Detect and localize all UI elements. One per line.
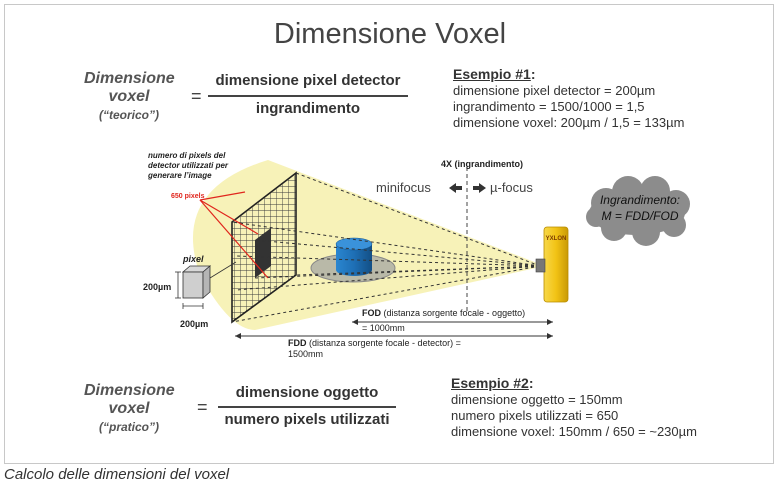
mufocus-label: µ-focus	[490, 180, 533, 195]
top-label-line3: (“teorico”)	[99, 108, 159, 122]
top-label-line2: voxel	[108, 88, 150, 105]
slide-title: Dimensione Voxel	[273, 18, 507, 50]
example2-line: numero pixels utilizzati = 650	[451, 408, 619, 423]
cloud-line2: M = FDD/FOD	[602, 209, 679, 223]
example2-heading: Esempio #2	[451, 375, 529, 391]
example2-line: dimensione voxel: 150mm / 650 = ~230µm	[451, 424, 697, 439]
example1-line: dimensione voxel: 200µm / 1,5 = 133µm	[453, 115, 685, 130]
fod-value: = 1000mm	[362, 323, 405, 333]
pixel-box-side	[202, 265, 211, 299]
top-label-line1: Dimensione	[84, 70, 175, 87]
red-markers	[199, 191, 269, 279]
example2: Esempio #2: dimensione oggetto = 150mm n…	[451, 375, 751, 440]
fdd-bold: FDD	[288, 338, 307, 348]
bottom-label-line1: Dimensione	[84, 382, 175, 399]
minifocus-label: minifocus	[376, 180, 431, 195]
fod-bold: FOD	[362, 308, 381, 318]
example1-line: ingrandimento = 1500/1000 = 1,5	[453, 99, 645, 114]
rays	[231, 172, 541, 323]
bottom-label-line2: voxel	[108, 400, 150, 417]
detector-note-line1: numero di pixels del	[148, 151, 226, 160]
pixel-label: pixel	[182, 254, 204, 264]
fod-text: (distanza sorgente focale - oggetto)	[381, 308, 525, 318]
bottom-numerator: dimensione oggetto	[235, 384, 379, 401]
fdd-value: 1500mm	[288, 349, 323, 359]
source-brand: YXLON	[546, 236, 567, 242]
top-numerator: dimensione pixel detector	[215, 72, 401, 89]
example2-line: dimensione oggetto = 150mm	[451, 392, 623, 407]
top-fraction-line	[208, 95, 408, 97]
example1: Esempio #1: dimensione pixel detector = …	[453, 66, 753, 131]
bottom-fraction-line	[218, 406, 396, 408]
magnification-label: 4X (ingrandimento)	[441, 159, 523, 169]
example2-colon: :	[528, 375, 534, 391]
object-top	[335, 237, 373, 251]
example1-line: dimensione pixel detector = 200µm	[453, 83, 656, 98]
svg-text:FOD (distanza sorgente focale: FOD (distanza sorgente focale - oggetto)	[362, 308, 525, 318]
top-formula-label: Dimensione voxel (“teorico”)	[84, 70, 175, 124]
top-equals: =	[191, 86, 202, 106]
example1-colon: :	[530, 66, 536, 82]
example1-heading: Esempio #1	[453, 66, 531, 82]
source-window	[535, 258, 546, 273]
figure-caption: Calcolo delle dimensioni del voxel	[4, 466, 230, 483]
bottom-label-line3: (“pratico”)	[99, 420, 159, 434]
pixel-size-vertical: 200µm	[143, 282, 171, 292]
pixel-box	[182, 271, 204, 299]
cloud-line1: Ingrandimento:	[600, 193, 680, 207]
bottom-equals: =	[197, 397, 208, 417]
bottom-denominator: numero pixels utilizzati	[224, 411, 390, 428]
fdd-text: (distanza sorgente focale - detector) =	[307, 338, 461, 348]
top-denominator: ingrandimento	[255, 100, 361, 117]
pixels-650-label: 650 pixels	[171, 193, 205, 200]
magnification-cloud	[586, 176, 690, 246]
pixel-size-horizontal: 200µm	[180, 319, 208, 329]
svg-text:FDD (distanza sorgente focale: FDD (distanza sorgente focale - detector…	[288, 338, 461, 348]
detector-note-line3: generare l’image	[147, 171, 212, 180]
arrow-right	[473, 183, 486, 193]
bottom-formula-label: Dimensione voxel (“pratico”)	[84, 382, 175, 436]
pixel-link	[209, 261, 237, 279]
detector-note-line2: detector utilizzati per	[148, 161, 229, 170]
arrow-left	[449, 183, 462, 193]
